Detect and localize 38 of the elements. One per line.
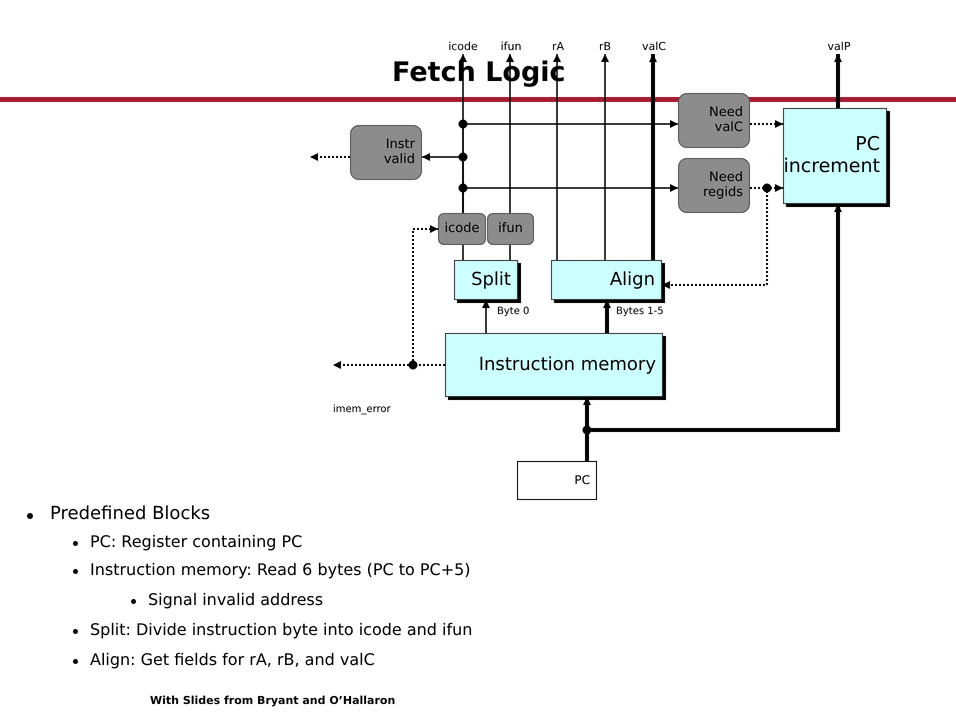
bullet-text: Align: Get fields for rA, rB, and valC	[90, 650, 375, 669]
signal-label: valP	[822, 40, 856, 54]
hardware-block: Align	[551, 260, 662, 300]
bullet-text: PC: Register containing PC	[90, 532, 302, 551]
edge-label: Byte 0	[497, 306, 530, 317]
arrow	[553, 54, 561, 260]
hardware-block: PC increment	[783, 108, 887, 204]
bullet-text: Instruction memory: Read 6 bytes (PC to PC+5)	[90, 560, 471, 579]
signal-label: rB	[596, 40, 614, 54]
field-box: ifun	[487, 213, 534, 245]
logic-block: Instr valid	[350, 125, 422, 180]
arrow	[506, 54, 514, 213]
field-box: icode	[438, 213, 486, 245]
signal-label: ifun	[496, 40, 526, 54]
register-box: PC	[517, 461, 597, 500]
logic-block: Need regids	[678, 158, 750, 213]
footer-note: With Slides from Bryant and O’Hallaron	[150, 694, 396, 707]
bullet-text: Signal invalid address	[148, 590, 324, 609]
edge-label: Bytes 1-5	[616, 306, 664, 317]
signal-label: imem_error	[333, 404, 391, 415]
logic-block: Need valC	[678, 93, 750, 148]
signal-label: rA	[549, 40, 567, 54]
bullet-text: Split: Divide instruction byte into icode and ifun	[90, 620, 472, 639]
hardware-block: Instruction memory	[445, 333, 663, 397]
arrow	[603, 300, 611, 333]
arrow	[601, 54, 609, 260]
connector-line	[462, 245, 464, 260]
hardware-block: Split	[454, 260, 518, 300]
bullet-text: Predefined Blocks	[50, 503, 210, 524]
arrow	[310, 153, 350, 161]
arrow	[462, 184, 678, 213]
connector-line	[509, 245, 511, 260]
arrow	[834, 54, 842, 108]
signal-label: valC	[639, 40, 669, 54]
arrow	[750, 120, 783, 128]
arrow	[649, 54, 657, 260]
signal-label: icode	[446, 40, 480, 54]
arrow	[482, 300, 490, 333]
